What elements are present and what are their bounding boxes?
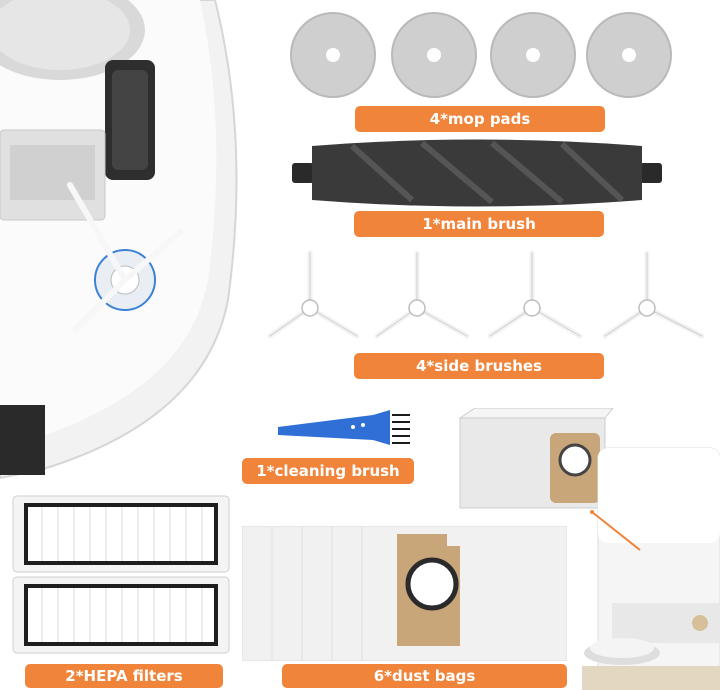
leader-line bbox=[590, 510, 641, 551]
mop-pad-4-image bbox=[586, 12, 672, 98]
dust-bag-box-image bbox=[458, 408, 614, 509]
main-brush-label: 1*main brush bbox=[354, 211, 604, 237]
cleaning-brush-label: 1*cleaning brush bbox=[242, 458, 414, 484]
dust-bags-label: 6*dust bags bbox=[282, 664, 567, 688]
hepa-filter-1-image bbox=[12, 495, 230, 573]
mop-pads-group bbox=[288, 8, 618, 103]
dust-bags-image bbox=[242, 526, 567, 661]
hepa-filters-label: 2*HEPA filters bbox=[25, 664, 223, 688]
cleaning-brush-image bbox=[278, 410, 410, 445]
docking-station-image bbox=[582, 447, 720, 690]
robot-vacuum-underside-image bbox=[0, 0, 238, 480]
hepa-filter-2-image bbox=[12, 576, 230, 654]
mop-pads-label: 4*mop pads bbox=[355, 106, 605, 132]
main-brush-image bbox=[292, 139, 662, 207]
side-brushes-label: 4*side brushes bbox=[354, 353, 604, 379]
side-brushes-image bbox=[267, 250, 705, 339]
